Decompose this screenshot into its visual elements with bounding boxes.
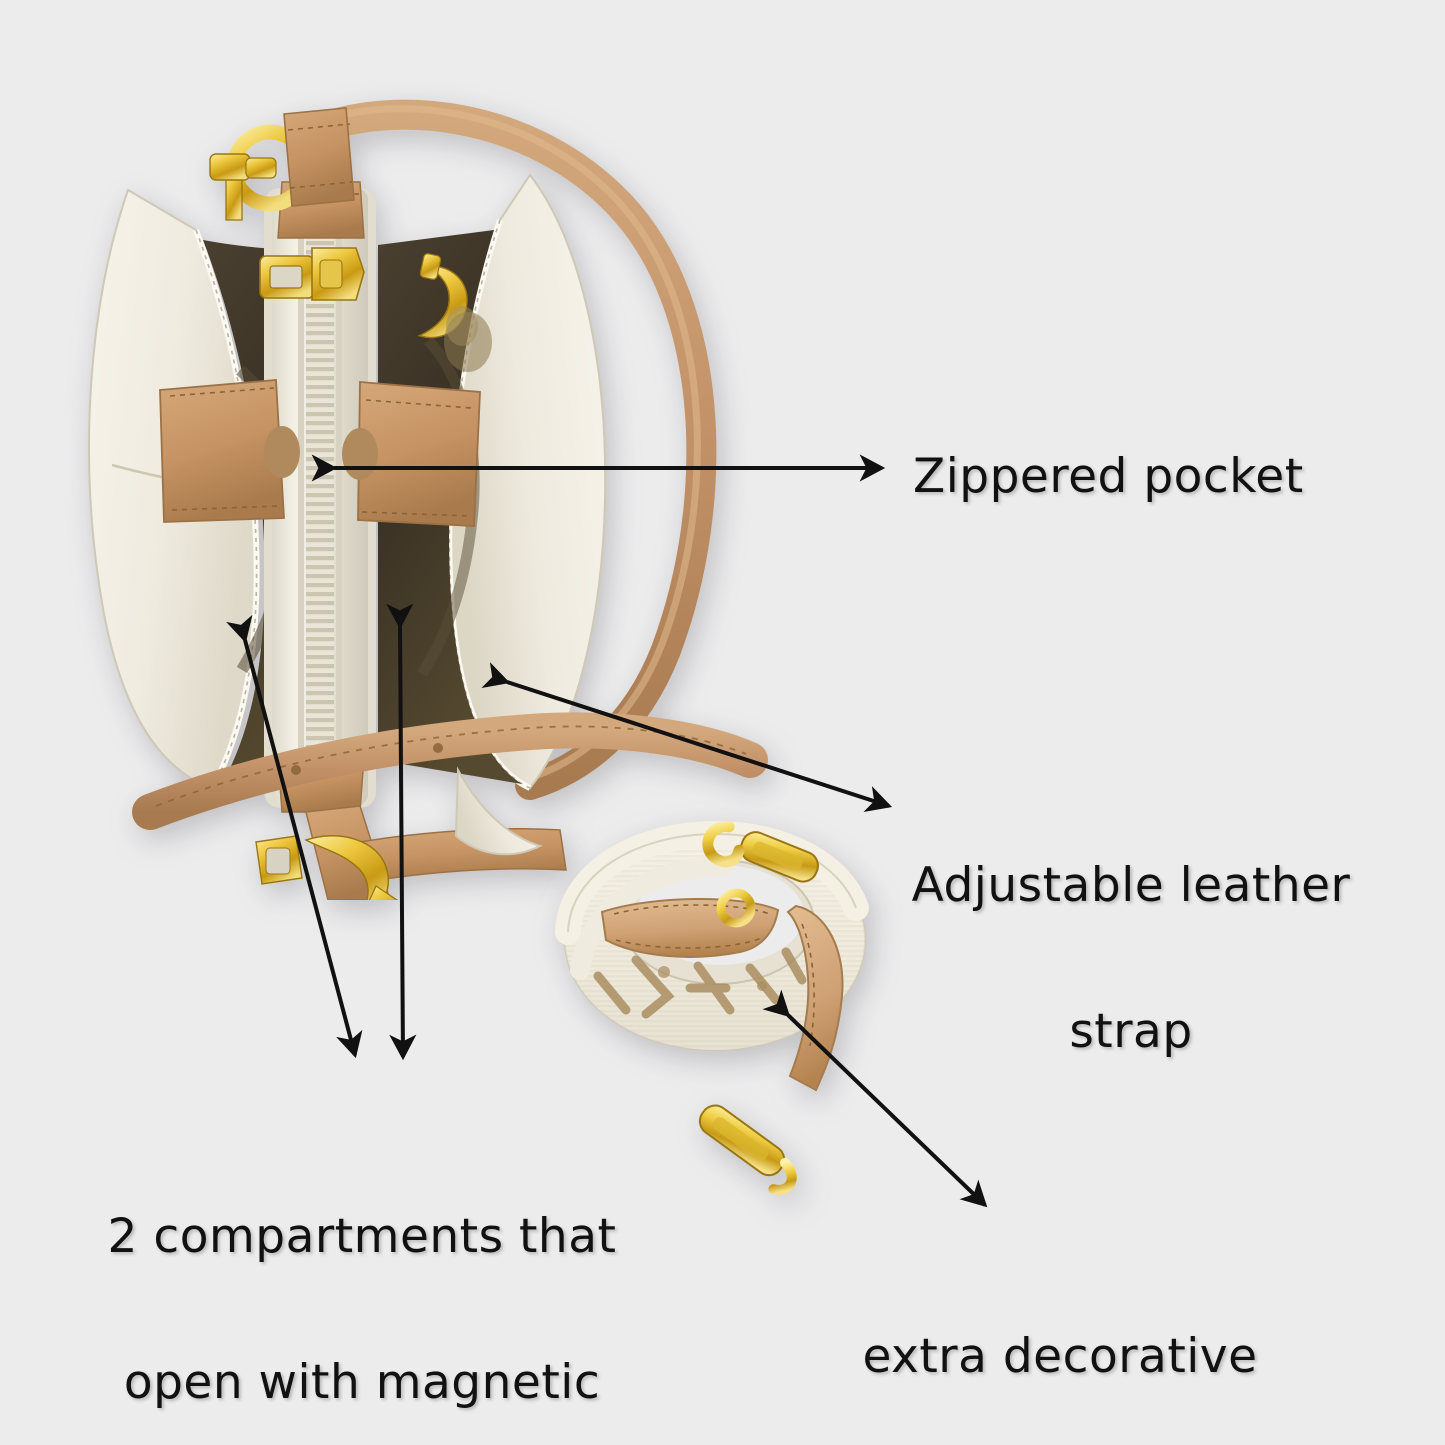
label-two-compartments-line2: open with magnetic [123, 1354, 601, 1410]
handbag-illustration [60, 70, 820, 933]
label-two-compartments: 2 compartments that open with magnetic c… [82, 1128, 642, 1445]
label-adjustable-leather-strap-line2: strap [1069, 1003, 1193, 1059]
label-adjustable-leather-strap-line1: Adjustable leather [911, 857, 1351, 913]
label-extra-decorative-strap-line1: extra decorative [862, 1328, 1258, 1384]
label-extra-decorative-strap: extra decorative strap [840, 1248, 1280, 1445]
label-adjustable-leather-strap: Adjustable leather strap [911, 777, 1351, 1141]
label-zippered-pocket: Zippered pocket [913, 449, 1304, 504]
label-two-compartments-line1: 2 compartments that [107, 1208, 617, 1264]
